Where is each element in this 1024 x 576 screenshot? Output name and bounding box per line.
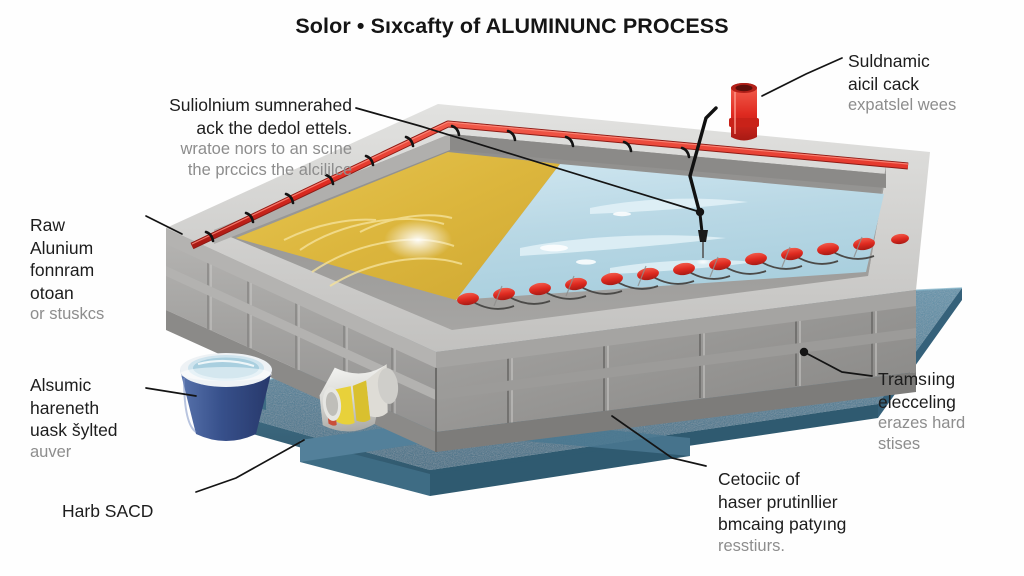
callout-alsumic-main: Alsumic hareneth uask šylted — [30, 375, 118, 441]
callout-raw-material-sub: or stuskcs — [30, 304, 105, 323]
water-glints — [540, 211, 631, 265]
sample-bucket — [180, 353, 272, 441]
callout-top-right-sub: expatslel wees — [848, 96, 957, 115]
callout-raw-material-main: Raw Alunium fonnram otoan — [30, 215, 95, 303]
dip-probe — [688, 106, 718, 265]
tank-contents — [236, 152, 884, 300]
blue-water-bath — [456, 164, 884, 300]
callout-top-left-sub: wratoe nors to an scıne the prccics the … — [180, 140, 352, 179]
callout-cathodic-main: Cetociic of haser prutinllier bmcaing pa… — [718, 469, 847, 535]
callout-alsumic-sub: auver — [30, 442, 72, 461]
nozzle-heads — [457, 233, 909, 306]
callout-cathodic: Cetociic of haser prutinllier bmcaing pa… — [718, 446, 918, 576]
callout-transfer-main: Tramsıing elecceling — [878, 369, 956, 412]
callout-raw-material: Raw Alunium fonnram otoan or stuskcs — [30, 192, 160, 347]
callout-top-left-main: Suliolnium sumnerahed ack the dedol ette… — [169, 95, 352, 138]
probe-splash-glow — [384, 220, 452, 260]
front-nozzle-row — [457, 233, 909, 310]
leader-raw — [145, 215, 183, 235]
leader-harb — [195, 439, 305, 493]
callout-cathodic-sub: resstiurs. — [718, 536, 785, 555]
callout-transfer: Tramsıing elecceling erazes hard stises — [878, 346, 1024, 477]
sparge-pipe — [190, 120, 909, 250]
leader-lines — [145, 57, 873, 493]
callout-top-right: Suldnamic aicil cack expatslel wees — [848, 28, 1020, 138]
callout-alsumic: Alsumic hareneth uask šylted auver — [30, 352, 170, 485]
callout-top-left: Suliolnium sumnerahed ack the dedol ette… — [104, 72, 352, 203]
callout-transfer-sub: erazes hard stises — [878, 414, 966, 453]
callout-top-right-main: Suldnamic aicil cack — [848, 51, 930, 94]
reagent-drum — [319, 364, 399, 432]
figure-title: Solor • Sıxcafty of ALUMINUNC PROCESS — [295, 14, 729, 38]
rim-nozzles — [204, 124, 691, 243]
leader-alsumic — [145, 387, 197, 397]
vent-stack — [729, 83, 759, 141]
callout-harb-main: Harb SACD — [62, 501, 154, 522]
callout-harb: Harb SACD — [62, 478, 212, 523]
leader-top-left — [355, 107, 701, 213]
rim-plate-seams — [493, 236, 863, 307]
leader-top-right — [761, 57, 843, 97]
leader-transfer — [803, 351, 873, 377]
leader-cathodic — [611, 415, 707, 467]
